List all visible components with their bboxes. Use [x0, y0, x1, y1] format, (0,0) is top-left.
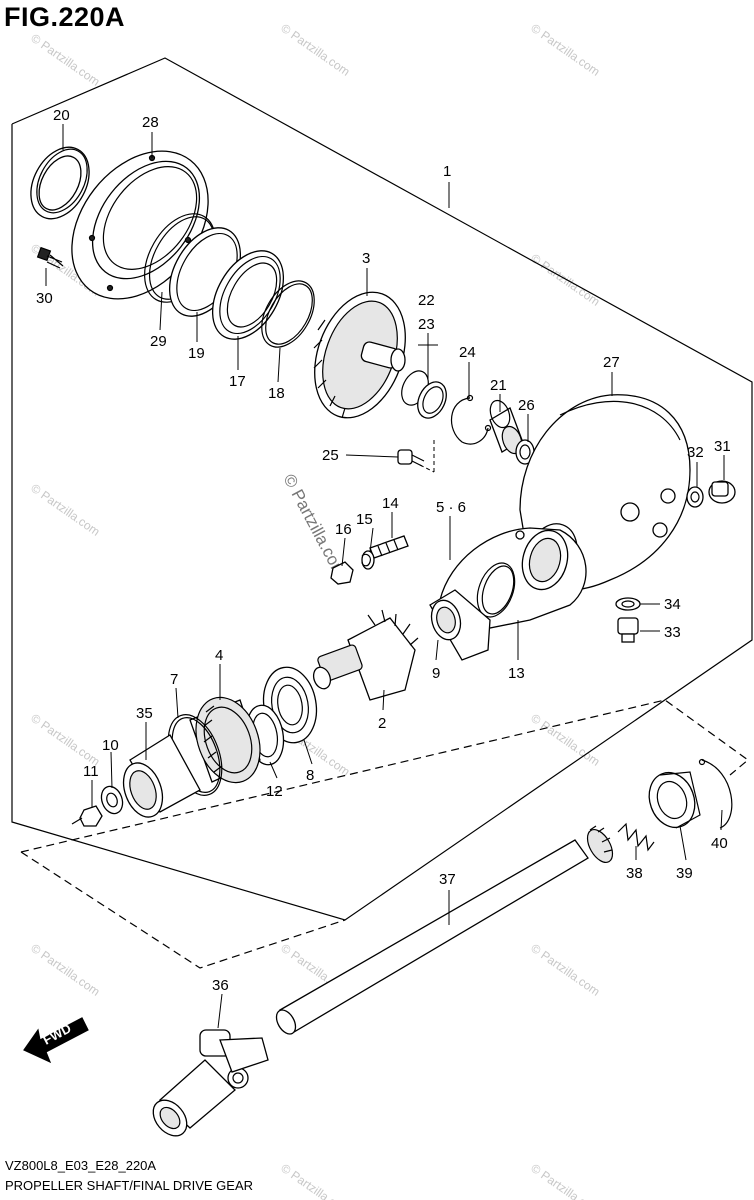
figure-title: FIG.220A	[4, 2, 126, 32]
watermark: © Partzilla.com	[28, 31, 102, 89]
callout-9: 9	[432, 665, 440, 682]
plug-33	[617, 617, 639, 643]
callouts: 1 2 3 4 5 · 6 7 8 9 10 11 12 13 14 15 16…	[36, 107, 731, 994]
watermark: © Partzilla.com	[528, 251, 602, 309]
watermark: © Partzilla.com	[528, 711, 602, 769]
callout-20: 20	[53, 107, 70, 124]
callout-27: 27	[603, 354, 620, 371]
assembly-outline	[11, 57, 753, 921]
spring-38	[617, 822, 655, 852]
callout-34: 34	[664, 596, 681, 613]
stud-14	[369, 535, 409, 559]
callout-4: 4	[215, 647, 223, 664]
watermark: © Partzilla.com	[28, 941, 102, 999]
diagram-code: VZ800L8_E03_E28_220A	[5, 1158, 157, 1173]
oil-seal-39	[648, 771, 701, 829]
callout-12: 12	[266, 783, 283, 800]
callout-14: 14	[382, 495, 399, 512]
gear-case-5-6	[439, 527, 587, 633]
bolt-11	[71, 805, 103, 827]
propeller-shaft-37	[275, 825, 614, 1035]
callout-26: 26	[518, 397, 535, 414]
callout-11: 11	[83, 763, 99, 780]
shaft-group-outline	[20, 699, 749, 853]
oil-seal-20	[30, 146, 90, 220]
circlip-24	[450, 394, 492, 445]
callout-23: 23	[418, 316, 435, 333]
coupling-4	[189, 696, 261, 784]
callout-33: 33	[664, 624, 681, 641]
shaft-group-outline-lower	[20, 851, 346, 969]
callout-5-6: 5 · 6	[436, 499, 466, 516]
callout-1: 1	[443, 163, 451, 180]
nut-16	[330, 561, 354, 585]
watermark: © Partzilla.com	[28, 481, 102, 539]
callout-16: 16	[335, 521, 352, 538]
washer-15	[361, 550, 375, 570]
watermark: © Partzilla.com	[528, 941, 602, 999]
bearing-housing-9	[429, 589, 491, 661]
bearing-case-28	[71, 150, 209, 300]
callout-13: 13	[508, 665, 525, 682]
diagram-caption: PROPELLER SHAFT/FINAL DRIVE GEAR	[5, 1178, 254, 1193]
callout-31: 31	[714, 438, 731, 455]
watermark: © Partzilla.com	[278, 21, 352, 79]
joint-35	[122, 734, 201, 818]
callout-8: 8	[306, 767, 314, 784]
callout-3: 3	[362, 250, 370, 267]
washer-32	[686, 486, 704, 508]
watermark: © Partzilla.com	[28, 711, 102, 769]
callout-39: 39	[676, 865, 693, 882]
callout-28: 28	[142, 114, 159, 131]
plug-31	[708, 480, 736, 504]
callout-25: 25	[322, 447, 339, 464]
washer-34	[615, 597, 641, 611]
callout-21: 21	[490, 377, 507, 394]
callout-2: 2	[378, 715, 386, 732]
ring-gear-3	[313, 291, 406, 419]
callout-19: 19	[188, 345, 205, 362]
shim-23	[417, 381, 447, 419]
o-ring-18	[261, 280, 315, 348]
circlip-40	[698, 758, 733, 829]
callout-15: 15	[356, 511, 373, 528]
callout-35: 35	[136, 705, 153, 722]
washer-10	[100, 785, 124, 815]
watermark: © Partzilla.com	[528, 21, 602, 79]
callout-7: 7	[170, 671, 178, 688]
leader-lines	[45, 124, 725, 1029]
watermark: © Partzilla.com	[528, 1161, 602, 1200]
callout-29: 29	[150, 333, 167, 350]
bolt-30	[36, 246, 64, 269]
callout-10: 10	[102, 737, 119, 754]
callout-24: 24	[459, 344, 476, 361]
callout-30: 30	[36, 290, 53, 307]
callout-22: 22	[418, 292, 435, 309]
universal-joint-36	[152, 1029, 269, 1137]
callout-18: 18	[268, 385, 285, 402]
bearing-17	[211, 250, 285, 340]
callout-37: 37	[439, 871, 456, 888]
callout-17: 17	[229, 373, 246, 390]
watermark: © Partzilla.com	[278, 1161, 352, 1200]
bolt-25	[397, 449, 425, 467]
fwd-arrow: FWD	[23, 1017, 89, 1064]
callout-36: 36	[212, 977, 229, 994]
bevel-gear-2	[312, 609, 419, 701]
callout-40: 40	[711, 835, 728, 852]
callout-32: 32	[687, 444, 704, 461]
callout-38: 38	[626, 865, 643, 882]
